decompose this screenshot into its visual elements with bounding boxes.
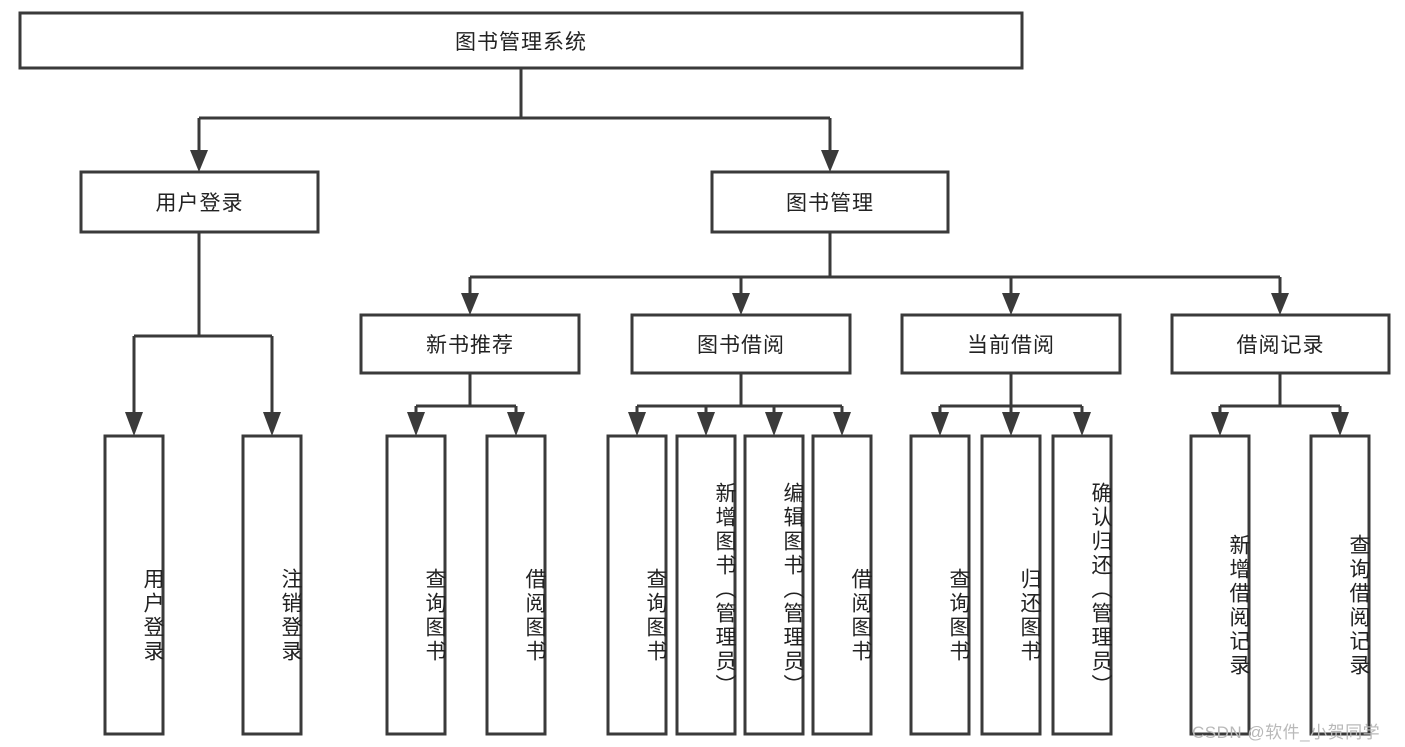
node-box-user-login[interactable]: [79, 170, 320, 234]
watermark-label: CSDN @软件_小贺同学: [1192, 723, 1381, 742]
arrowhead-leaf-add-book: [697, 412, 715, 436]
connector-book-management-split: [468, 232, 1282, 303]
node-box-leaf-edit-book[interactable]: [743, 434, 805, 736]
node-box-leaf-borrow-book-1[interactable]: [485, 434, 547, 736]
node-box-book-management[interactable]: [710, 170, 950, 234]
node-box-leaf-add-record[interactable]: [1189, 434, 1251, 736]
arrowhead-book-borrow: [732, 293, 750, 315]
arrowhead-leaf-confirm-return: [1073, 412, 1091, 436]
connector-new-book-recommend-split: [414, 373, 518, 420]
node-box-new-book-recommend[interactable]: [359, 313, 581, 375]
arrowhead-new-book-recommend: [461, 293, 479, 315]
arrowhead-user-login: [190, 150, 208, 172]
arrowhead-book-management: [821, 150, 839, 172]
node-box-leaf-query-record[interactable]: [1309, 434, 1371, 736]
node-box-leaf-return-book[interactable]: [980, 434, 1042, 736]
arrowhead-leaf-query-book-2: [628, 412, 646, 436]
arrowhead-leaf-query-record: [1331, 412, 1349, 436]
connector-root-split: [197, 68, 832, 158]
node-box-leaf-query-book-1[interactable]: [385, 434, 447, 736]
arrowhead-leaf-query-book-1: [407, 412, 425, 436]
connector-book-borrow-split: [635, 373, 844, 420]
arrowhead-leaf-user-logout: [263, 412, 281, 436]
node-box-book-borrow[interactable]: [630, 313, 852, 375]
connector-borrow-record-split: [1218, 373, 1342, 420]
node-box-leaf-user-logout[interactable]: [241, 434, 303, 736]
node-box-current-borrow[interactable]: [900, 313, 1122, 375]
node-box-root[interactable]: [18, 11, 1024, 70]
connector-user-login-split: [132, 232, 274, 420]
arrowhead-leaf-add-record: [1211, 412, 1229, 436]
node-box-borrow-record[interactable]: [1170, 313, 1391, 375]
node-box-leaf-user-login[interactable]: [103, 434, 165, 736]
arrowhead-leaf-return-book: [1002, 412, 1020, 436]
arrowhead-borrow-record: [1271, 293, 1289, 315]
node-box-leaf-add-book[interactable]: [675, 434, 737, 736]
node-box-leaf-confirm-return[interactable]: [1051, 434, 1113, 736]
node-box-leaf-query-book-2[interactable]: [606, 434, 668, 736]
arrowhead-leaf-borrow-book-2: [833, 412, 851, 436]
arrowhead-current-borrow: [1002, 293, 1020, 315]
node-box-leaf-query-book-3[interactable]: [909, 434, 971, 736]
arrowhead-leaf-query-book-3: [931, 412, 949, 436]
arrowhead-leaf-borrow-book-1: [507, 412, 525, 436]
arrowhead-leaf-edit-book: [765, 412, 783, 436]
node-box-leaf-borrow-book-2[interactable]: [811, 434, 873, 736]
arrowhead-leaf-user-login: [125, 412, 143, 436]
